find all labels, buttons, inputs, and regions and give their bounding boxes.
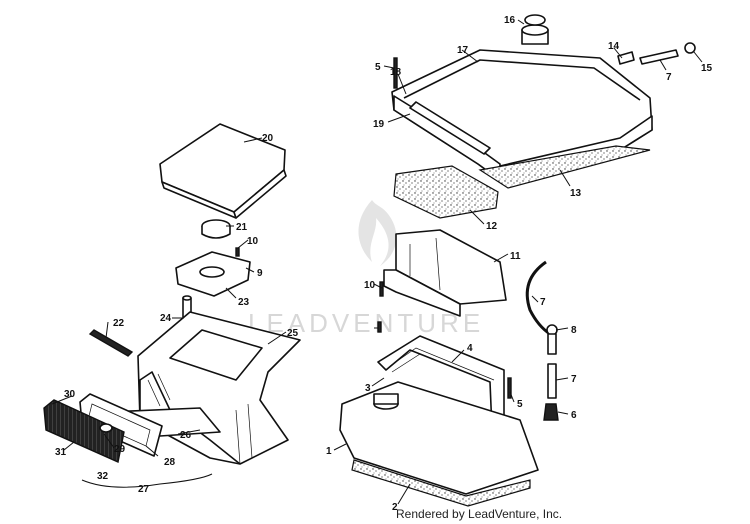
credit-text: Rendered by LeadVenture, Inc. bbox=[396, 507, 563, 521]
watermark: LEADVENTURE bbox=[248, 200, 484, 338]
callout-19: 19 bbox=[373, 119, 385, 130]
callout-10-left: 10 bbox=[247, 236, 259, 247]
callout-2: 2 bbox=[392, 502, 398, 513]
flame-logo-icon bbox=[358, 200, 397, 266]
callout-8: 8 bbox=[571, 325, 577, 336]
part-21-cap bbox=[201, 219, 231, 239]
part-20-cushion bbox=[159, 123, 287, 219]
part-6-filter bbox=[543, 403, 559, 421]
callout-30: 30 bbox=[64, 389, 76, 400]
part-2-base-pad bbox=[351, 459, 531, 507]
part-10-bolt-low bbox=[379, 281, 384, 297]
part-14-15-fitting bbox=[617, 42, 696, 65]
part-29-knob bbox=[99, 423, 113, 433]
part-17-tank bbox=[391, 49, 653, 181]
callout-1: 1 bbox=[326, 446, 332, 457]
callout-7-top: 7 bbox=[666, 72, 672, 83]
part-5-bolt-top bbox=[393, 57, 398, 89]
part-11-shield bbox=[383, 229, 507, 317]
callout-17: 17 bbox=[457, 45, 469, 56]
callout-24: 24 bbox=[160, 313, 172, 324]
callout-13: 13 bbox=[570, 188, 582, 199]
callout-14: 14 bbox=[608, 41, 620, 52]
callout-20: 20 bbox=[262, 133, 274, 144]
callout-27: 27 bbox=[138, 484, 150, 495]
callouts: 1 2 3 4 5 5 6 7 7 7 8 9 10 10 11 12 13 1… bbox=[55, 15, 713, 513]
part-8-elbow bbox=[546, 324, 558, 355]
callout-10-right: 10 bbox=[364, 280, 376, 291]
callout-7-mid: 7 bbox=[540, 297, 546, 308]
part-23-tray bbox=[175, 251, 251, 297]
callout-15: 15 bbox=[701, 63, 713, 74]
callout-11: 11 bbox=[510, 251, 521, 262]
callout-32: 32 bbox=[97, 471, 109, 482]
callout-6: 6 bbox=[571, 410, 577, 421]
callout-31: 31 bbox=[55, 447, 67, 458]
callout-21: 21 bbox=[236, 222, 248, 233]
callout-3: 3 bbox=[365, 383, 371, 394]
part-13-gasket bbox=[478, 145, 651, 189]
callout-16: 16 bbox=[504, 15, 516, 26]
callout-23: 23 bbox=[238, 297, 250, 308]
leader-lines bbox=[51, 19, 703, 505]
callout-4: 4 bbox=[467, 343, 473, 354]
callout-9-left: 9 bbox=[257, 268, 263, 279]
part-7-lower-hose bbox=[547, 363, 557, 399]
part-5-bolt-low bbox=[507, 377, 512, 399]
part-1-lower-tank bbox=[339, 381, 539, 495]
group-27-bracket bbox=[81, 473, 213, 488]
part-10-bolt-top bbox=[235, 247, 240, 257]
callout-12: 12 bbox=[486, 221, 498, 232]
callout-26: 26 bbox=[180, 430, 192, 441]
callout-22: 22 bbox=[113, 318, 125, 329]
callout-5-top: 5 bbox=[375, 62, 381, 73]
callout-7-low: 7 bbox=[571, 374, 577, 385]
callout-25: 25 bbox=[287, 328, 299, 339]
part-30-lens bbox=[43, 399, 125, 463]
part-25-housing bbox=[137, 311, 301, 465]
watermark-text: LEADVENTURE bbox=[248, 308, 484, 338]
callout-5-low: 5 bbox=[517, 399, 523, 410]
part-9-bolt bbox=[377, 321, 382, 333]
callout-28: 28 bbox=[164, 457, 176, 468]
part-7-hose bbox=[525, 260, 551, 336]
part-16-filler bbox=[521, 14, 549, 45]
part-12-pad bbox=[393, 165, 499, 219]
part-22-strip bbox=[88, 329, 134, 357]
callout-18: 18 bbox=[390, 67, 402, 78]
callout-29: 29 bbox=[114, 444, 126, 455]
